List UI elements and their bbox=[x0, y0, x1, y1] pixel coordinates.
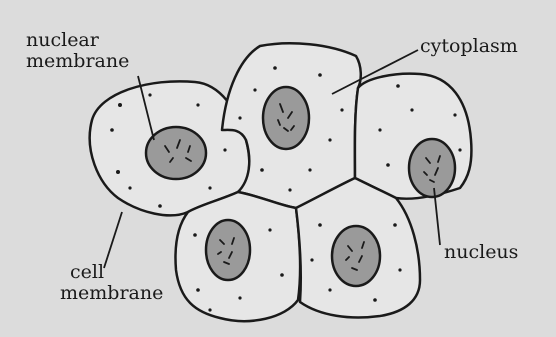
nucleus-bottom-right bbox=[332, 226, 380, 286]
nucleus-top-middle bbox=[263, 87, 309, 149]
label-nuclear-membrane-line2: membrane bbox=[26, 51, 129, 72]
label-cytoplasm-text: cytoplasm bbox=[420, 36, 518, 57]
label-cell-membrane-line2: membrane bbox=[60, 283, 163, 304]
label-nuclear-membrane-line1: nuclear bbox=[26, 30, 129, 51]
nucleus-left bbox=[146, 127, 206, 179]
label-cell-membrane: cell membrane bbox=[60, 262, 163, 304]
nucleus-bottom-left bbox=[206, 220, 250, 280]
nucleus-right bbox=[409, 139, 455, 197]
label-nucleus: nucleus bbox=[444, 242, 518, 263]
label-nucleus-text: nucleus bbox=[444, 242, 518, 263]
label-cell-membrane-line1: cell bbox=[60, 262, 163, 283]
label-nuclear-membrane: nuclear membrane bbox=[26, 30, 129, 72]
leader-cell-membrane bbox=[104, 212, 122, 268]
label-cytoplasm: cytoplasm bbox=[420, 36, 518, 57]
